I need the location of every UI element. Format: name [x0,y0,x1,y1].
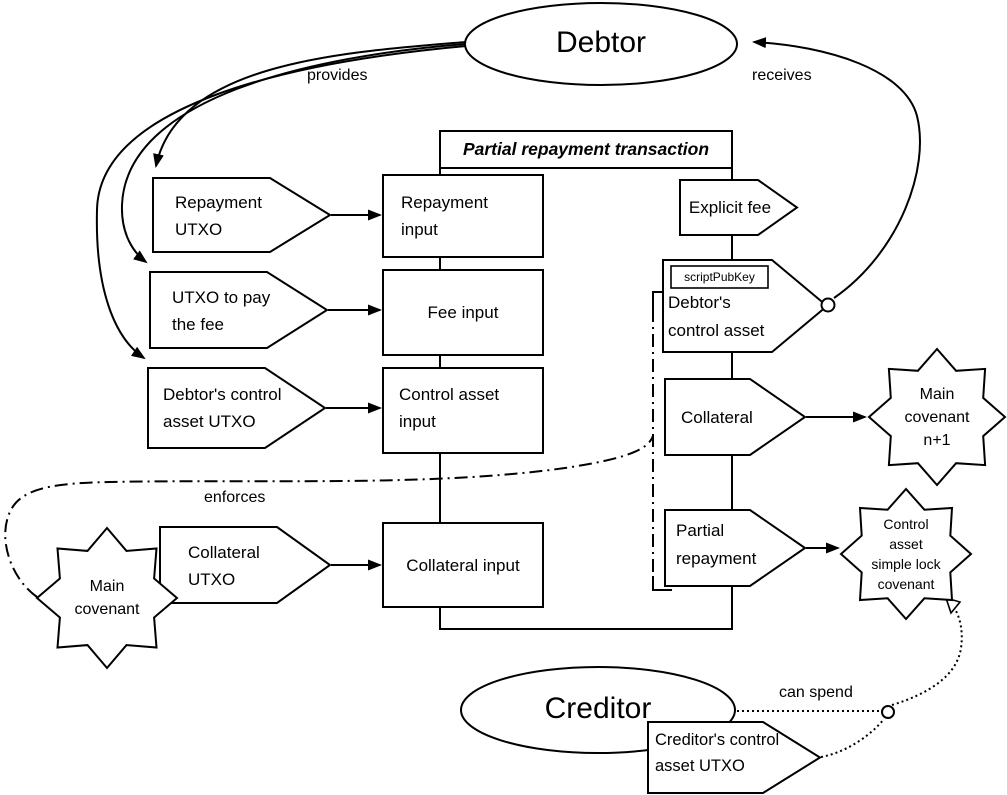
explicit-fee-label: Explicit fee [688,198,772,217]
provides-edge-repayment [153,41,467,168]
transaction-title-box [439,130,733,169]
scriptpubkey-label: scriptPubKey [684,270,755,284]
debtor-control-asset-label: Debtor's control asset [668,293,765,340]
receives-edge [752,37,921,299]
explicit-fee-shape [679,179,799,236]
collateral-output-shape [664,378,807,456]
connector-circle-can-spend [881,705,895,719]
debtor-control-asset-utxo-label: Debtor's control asset UTXO [163,385,282,431]
connector-circle-debtor-asset [820,297,836,313]
fee-utxo-label: UTXO to pay the fee [172,288,271,334]
collateral-input-box [382,522,544,608]
control-asset-input-label: Control asset input [399,385,500,431]
debtor-control-asset-utxo-shape [147,367,327,449]
transaction-title: Partial repayment transaction [462,139,710,159]
receives-label: receives [752,67,812,84]
control-asset-simple-lock-star [839,487,973,621]
partial-repayment-label: Partial repayment [676,521,757,568]
collateral-input-label: Collateral input [406,555,520,575]
creditor-label: Creditor [544,692,652,725]
main-covenant-n1-star [867,347,1007,487]
can-spend-edge-utxo [820,718,885,758]
can-spend-edge-to-covenant [891,601,963,706]
main-covenant-n1-label: Main covenant n+1 [904,385,970,449]
enforces-label: enforces [204,489,266,506]
debtor-label: Debtor [555,26,647,59]
fee-input-box [382,269,544,356]
creditor-control-asset-utxo-shape [647,721,822,794]
repayment-utxo-label: Repayment UTXO [175,193,262,239]
collateral-utxo-label: Collateral UTXO [188,543,260,589]
provides-edge-fee [120,43,467,264]
collateral-label: Collateral [681,408,753,427]
debtor-ellipse [464,2,738,86]
repayment-input-box [382,174,544,258]
can-spend-label: can spend [779,684,853,701]
repayment-input-label: Repayment input [401,193,488,239]
enforces-edge [4,435,654,598]
creditor-control-asset-utxo-label: Creditor's control asset UTXO [655,731,780,775]
repayment-utxo-shape [152,177,332,253]
control-asset-input-box [382,367,544,454]
control-asset-simple-lock-label: Control asset simple lock covenant [871,516,941,592]
main-covenant-label: Main covenant [74,578,140,618]
main-covenant-star [35,526,179,670]
provides-label: provides [307,67,368,84]
fee-input-label: Fee input [427,303,499,322]
scriptpubkey-tag-box [670,265,769,289]
partial-repayment-output-shape [664,509,807,587]
fee-utxo-shape [149,271,329,349]
provides-edge-control-asset [95,45,467,360]
